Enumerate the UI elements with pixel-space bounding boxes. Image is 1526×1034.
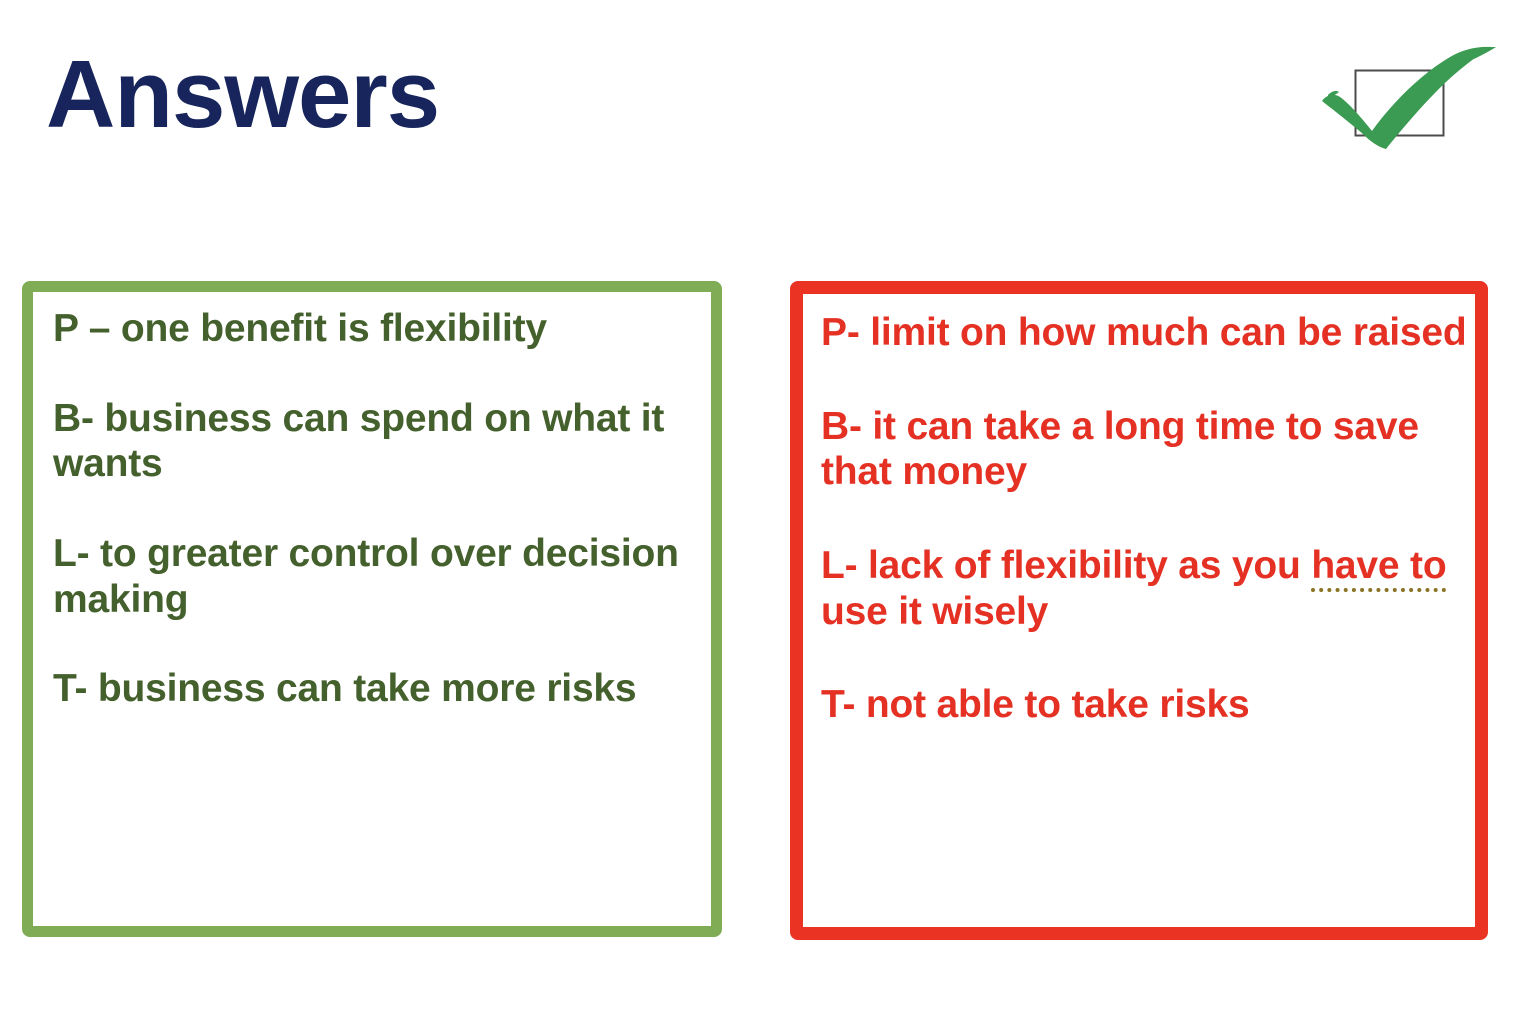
page-title: Answers	[46, 41, 440, 148]
grammar-underline-text: have to	[1311, 543, 1447, 592]
answer-text: use it wisely	[821, 589, 1049, 633]
empty-checkbox-icon	[1354, 69, 1445, 137]
answer-line-b: B- it can take a long time to save that …	[821, 404, 1469, 495]
answer-line-t: T- business can take more risks	[53, 667, 637, 711]
answer-line-p: P- limit on how much can be raised	[821, 310, 1469, 356]
green-check-mark-icon	[1320, 45, 1500, 155]
answer-text: B- it can take a long time to save that …	[821, 404, 1419, 494]
disadvantages-answer-box: P- limit on how much can be raised B- it…	[790, 281, 1488, 940]
answer-text: L- lack of flexibility as you	[821, 543, 1312, 587]
advantages-content: P – one benefit is flexibility B- busine…	[33, 292, 711, 712]
answer-text: P- limit on how much can be raised	[821, 311, 1467, 354]
answer-line-b: B- business can spend on what it wants	[53, 396, 665, 486]
answer-text: T- not able to take risks	[821, 683, 1250, 727]
disadvantages-content: P- limit on how much can be raised B- it…	[803, 294, 1475, 728]
answer-line-l: L- lack of flexibility as you have to us…	[821, 543, 1469, 634]
answer-line-p: P – one benefit is flexibility	[53, 307, 547, 350]
answer-line-l: L- to greater control over decision maki…	[53, 531, 679, 621]
answer-line-t: T- not able to take risks	[821, 682, 1469, 728]
advantages-answer-box: P – one benefit is flexibility B- busine…	[22, 281, 722, 937]
